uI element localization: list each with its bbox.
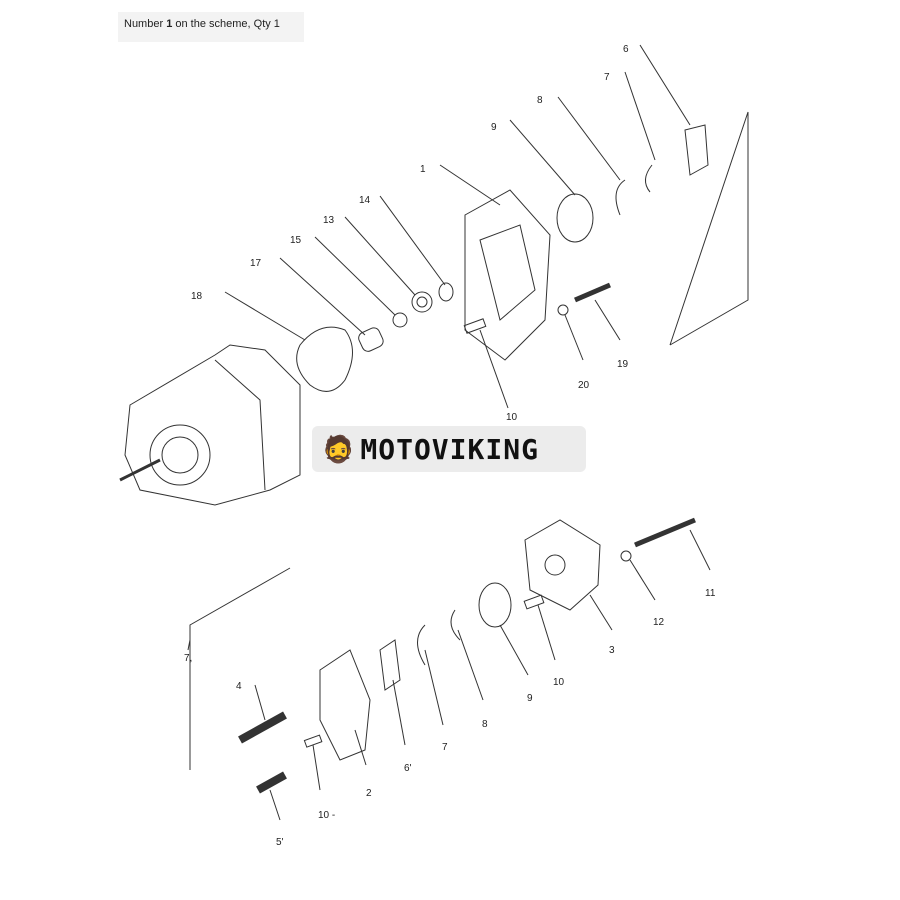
part-10-pin (463, 318, 487, 334)
part-13-bearing (411, 291, 433, 313)
part-6-seal (684, 124, 709, 176)
callout-label: 8 (482, 719, 488, 730)
callout-label: 9 (491, 122, 497, 133)
leader-line (537, 604, 556, 661)
leader-line (439, 164, 501, 206)
part-19-bolt (574, 282, 611, 303)
leader-line (624, 71, 656, 161)
scheme-caption: Number 1 on the scheme, Qty 1 (118, 12, 304, 42)
part-8-ring (615, 179, 626, 216)
callout-label: 7, (184, 653, 192, 664)
callout-label: 7 (442, 742, 448, 753)
part-7-ring-b (417, 624, 426, 666)
leader-line (269, 789, 281, 821)
leader-line (392, 679, 406, 746)
leader-line (354, 729, 367, 766)
callout-label: 8 (537, 95, 543, 106)
callout-label: 20 (578, 380, 590, 391)
leader-line (424, 649, 444, 726)
callout-label: 1 (420, 164, 426, 175)
part-11-bolt (634, 517, 696, 548)
leader-line (379, 195, 446, 286)
part-10-pin-b (523, 594, 545, 610)
callout-label: 3 (609, 645, 615, 656)
part-17-bushing (358, 327, 384, 352)
callout-label: 18 (191, 291, 203, 302)
callout-label: 10 (506, 412, 518, 423)
callout-label: 4 (236, 681, 242, 692)
leader-line (312, 744, 321, 791)
part-3-cover (524, 519, 601, 611)
callout-label: 6' (404, 763, 412, 774)
leader-line (594, 299, 621, 341)
callout-label: 7 (604, 72, 610, 83)
leader-line (187, 639, 191, 651)
leader-line (629, 559, 656, 601)
callout-label: 9 (527, 693, 533, 704)
caption-number: 1 (166, 18, 173, 30)
leader-line (279, 257, 366, 336)
frame-line-top (669, 111, 749, 346)
part-8-ring-b (450, 609, 461, 641)
leader-line (589, 594, 613, 631)
part-5-gear (256, 771, 287, 794)
part-9-oring-b (478, 582, 512, 628)
part-14-washer (438, 282, 454, 302)
leader-line (557, 96, 621, 181)
brand-logo: 🧔 MOTOVIKING (312, 426, 586, 472)
frame-line-bottom (189, 567, 291, 770)
part-1-plate (464, 189, 551, 361)
part-10-pin-c (303, 734, 323, 748)
part-6-seal-b (379, 639, 401, 691)
leader-lines (187, 44, 711, 821)
callout-label: 5' (276, 837, 284, 848)
callout-label: 6 (623, 44, 629, 55)
caption-prefix: Number (124, 18, 167, 30)
callout-label: 14 (359, 195, 371, 206)
pump-assembly (119, 344, 301, 506)
part-12-washer (620, 550, 632, 562)
leader-line (564, 314, 584, 361)
callout-label: 10 - (318, 810, 335, 821)
caption-suffix: on the scheme, Qty 1 (172, 18, 280, 30)
part-2-plate (319, 649, 371, 761)
callout-label: 15 (290, 235, 302, 246)
leader-line (689, 529, 711, 571)
leader-line (509, 119, 576, 196)
callout-label: 17 (250, 258, 262, 269)
callout-label: 11 (705, 588, 716, 599)
part-9-oring (556, 193, 594, 243)
leader-line (344, 216, 416, 296)
part-15-ring (392, 312, 408, 328)
leader-line (499, 624, 529, 676)
callout-label: 19 (617, 359, 629, 370)
part-7-ring (645, 164, 653, 193)
logo-text: MOTOVIKING (360, 432, 539, 466)
callout-label: 2 (366, 788, 372, 799)
leader-line (254, 684, 266, 721)
leader-line (479, 329, 509, 409)
callout-label: 13 (323, 215, 335, 226)
leader-line (639, 44, 691, 126)
part-20-washer (557, 304, 569, 316)
callout-label: 12 (653, 617, 665, 628)
viking-mascot-icon: 🧔 (322, 433, 355, 464)
leader-line (314, 236, 396, 316)
leader-line (457, 629, 484, 701)
callout-label: 10 (553, 677, 565, 688)
leader-line (224, 291, 306, 341)
part-18-gasket (296, 326, 353, 392)
part-4-gear (238, 711, 287, 744)
